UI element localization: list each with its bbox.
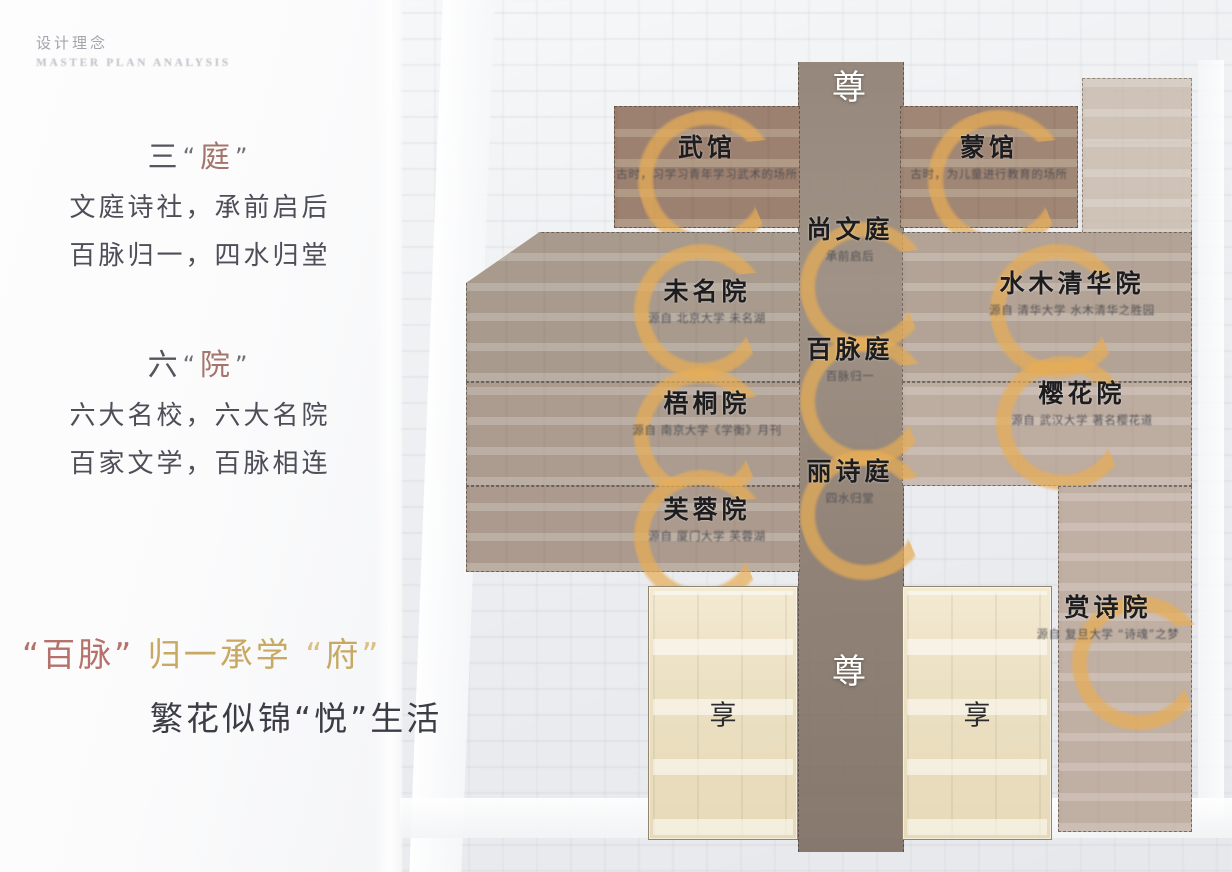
label-title: 未名院 [663, 277, 751, 306]
headline-prefix: 三 [147, 140, 183, 175]
central-axis-band [798, 62, 904, 852]
parcel-shangshiyuan[interactable] [1058, 486, 1192, 832]
label-title: 赏诗院 [1064, 593, 1152, 622]
slogan-segment-3: 归一承学 [134, 635, 306, 674]
axis-label-zun-top: 尊 [832, 68, 868, 108]
residential-label-right: 享 [963, 700, 991, 732]
headline-quote-close: ” [235, 143, 253, 171]
parcel-shuimuqinghua[interactable] [902, 232, 1192, 382]
parcel-wuguan[interactable] [614, 106, 800, 228]
page-title: 设计理念 [36, 34, 109, 52]
label-shangwenting: 尚文庭 承前启后 [780, 210, 920, 264]
headline-accent: 院 [200, 348, 235, 383]
concept-line-1: 六大名校，六大名院 [69, 401, 331, 431]
axis-label-zun-bottom: 尊 [832, 652, 868, 692]
parcel-mengguan[interactable] [900, 106, 1078, 228]
label-furongyuan: 芙蓉院 源自 厦门大学 芙蓉湖 [614, 490, 800, 544]
slogan-segment-5: 府 [325, 635, 362, 674]
label-subtitle: 源自 复旦大学 “诗魂”之梦 [1036, 627, 1180, 641]
concept-headline: 三“庭” [0, 132, 400, 176]
label-subtitle: 古时，为儿童进行教育的场所 [910, 167, 1068, 181]
label-wuguan: 武馆 古时，习学习青年学习武术的场所 [614, 128, 800, 182]
page-subtitle: MASTER PLAN ANALYSIS [36, 57, 231, 69]
site-plan-map: 武馆 古时，习学习青年学习武术的场所 蒙馆 古时，为儿童进行教育的场所 未名院 … [400, 0, 1232, 872]
parcel-building-texture [901, 107, 1077, 227]
residential-rows-texture [907, 591, 1047, 835]
concept-line-2: 百脉归一，四水归堂 [69, 241, 331, 271]
residential-label-left: 享 [709, 700, 737, 732]
headline-quote-open: “ [182, 143, 200, 171]
label-title: 芙蓉院 [663, 495, 751, 524]
concept-panel: 设计理念 MASTER PLAN ANALYSIS 三“庭” 文庭诗社，承前启后… [0, 0, 400, 872]
label-subtitle: 源自 北京大学 未名湖 [648, 311, 766, 325]
label-wutongyuan: 梧桐院 源自 南京大学《学衡》月刊 [614, 384, 800, 438]
label-title: 武馆 [677, 133, 736, 162]
label-subtitle: 百脉归一 [825, 369, 875, 383]
label-shangshiyuan: 赏诗院 源自 复旦大学 “诗魂”之梦 [1008, 588, 1208, 642]
label-subtitle: 源自 清华大学 水木清华之胜园 [989, 303, 1155, 317]
parcel-weimingyuan[interactable] [466, 232, 800, 382]
slogan-segment-1: 百脉 [42, 635, 115, 674]
road-east [1198, 60, 1224, 820]
residential-block-right[interactable]: 享 [902, 586, 1052, 840]
slogan-line-2: 繁花似锦“悦”生活 [150, 699, 443, 738]
parcel-furongyuan[interactable] [466, 486, 800, 572]
parcel-yinghuayuan[interactable] [902, 382, 1192, 486]
label-lishiting: 丽诗庭 四水归堂 [780, 452, 920, 506]
slogan-block: “百脉” 归一承学 “府” 繁花似锦“悦”生活 [22, 628, 622, 740]
parcel-building-texture [467, 383, 799, 485]
label-title: 樱花院 [1038, 379, 1126, 408]
label-title: 梧桐院 [663, 389, 751, 418]
label-title: 尚文庭 [806, 215, 894, 244]
parcel-building-texture [467, 233, 799, 381]
residential-block-left[interactable]: 享 [648, 586, 798, 840]
panel-header: 设计理念 MASTER PLAN ANALYSIS [36, 32, 231, 69]
parcel-building-texture [615, 107, 799, 227]
headline-prefix: 六 [147, 348, 183, 383]
slogan-segment-4: “ [305, 635, 326, 674]
label-subtitle: 四水归堂 [825, 491, 875, 505]
label-title: 水木清华院 [999, 269, 1145, 298]
slogan-segment-6: ” [361, 635, 382, 674]
label-shuimuqinghua: 水木清华院 源自 清华大学 水木清华之胜园 [952, 264, 1192, 318]
label-baimaiting: 百脉庭 百脉归一 [780, 330, 920, 384]
residential-rows-texture [653, 591, 793, 835]
concept-block-three-ting: 三“庭” 文庭诗社，承前启后 百脉归一，四水归堂 [0, 132, 400, 272]
label-subtitle: 承前启后 [825, 249, 875, 263]
label-mengguan: 蒙馆 古时，为儿童进行教育的场所 [900, 128, 1078, 182]
parcel-building-texture [903, 383, 1191, 485]
parcel-building-texture [467, 487, 799, 571]
headline-quote-open: “ [182, 351, 200, 379]
label-subtitle: 源自 厦门大学 芙蓉湖 [648, 529, 766, 543]
concept-block-six-yuan: 六“院” 六大名校，六大名院 百家文学，百脉相连 [0, 340, 400, 480]
label-subtitle: 源自 南京大学《学衡》月刊 [632, 423, 782, 437]
slogan-line-1: “百脉” 归一承学 “府” [22, 628, 622, 676]
label-weimingyuan: 未名院 源自 北京大学 未名湖 [614, 272, 800, 326]
concept-headline: 六“院” [0, 340, 400, 384]
headline-quote-close: ” [235, 351, 253, 379]
parcel-wutongyuan[interactable] [466, 382, 800, 486]
headline-accent: 庭 [200, 140, 235, 175]
label-title: 丽诗庭 [806, 457, 894, 486]
label-title: 百脉庭 [806, 335, 894, 364]
label-subtitle: 源自 武汉大学 著名樱花道 [1011, 413, 1153, 427]
label-title: 蒙馆 [959, 133, 1018, 162]
slogan-segment-0: “ [22, 635, 43, 674]
label-yinghuayuan: 樱花院 源自 武汉大学 著名樱花道 [972, 374, 1192, 428]
concept-line-2: 百家文学，百脉相连 [69, 449, 331, 479]
parcel-building-texture [1059, 487, 1191, 831]
parcel-building-texture [903, 233, 1191, 381]
slogan-segment-2: ” [114, 635, 135, 674]
concept-line-1: 文庭诗社，承前启后 [69, 193, 331, 223]
label-subtitle: 古时，习学习青年学习武术的场所 [616, 167, 798, 181]
